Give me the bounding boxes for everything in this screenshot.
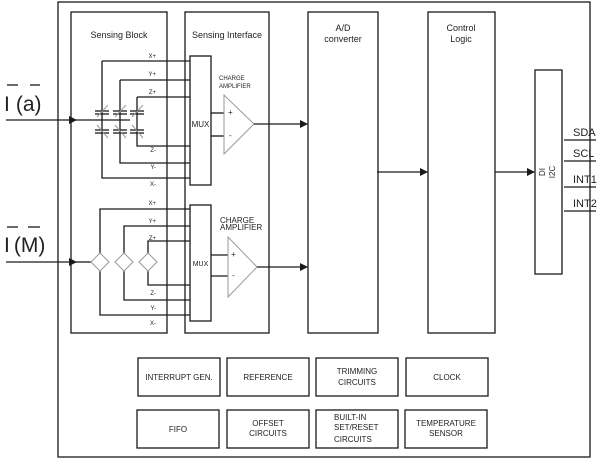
offset-circuits-block: [226, 409, 310, 449]
fifo-label: FIFO: [169, 425, 187, 434]
mag-amp-label-line2: AMPLIFIER: [220, 223, 262, 232]
pin-int1-label: INT1: [573, 174, 597, 186]
sensing-block: [70, 11, 168, 334]
mag-input-symbol: I(M): [4, 234, 45, 257]
set-reset-label-line2: SET/RESET: [334, 423, 379, 432]
trimming-circuits-label-line2: CIRCUITS: [338, 378, 376, 387]
pin-scl-label: SCL: [573, 148, 594, 160]
control-logic-title-line2: Logic: [450, 34, 472, 44]
ad-converter-title-line2: converter: [324, 34, 362, 44]
clock-label: CLOCK: [433, 373, 461, 382]
accel-channel: I(a) X+ Y+ Z+ Z- Y- X-: [4, 54, 308, 188]
mag-channel: I(M) X+ Y+ Z+ Z- Y- X- MUX CHARGE AMPLIF…: [4, 201, 308, 327]
accel-signal-z-minus: Z-: [150, 148, 156, 154]
mag-wire-x-plus: [99, 208, 190, 253]
temperature-sensor-label-line2: SENSOR: [429, 429, 463, 438]
accel-signal-y-plus: Y+: [148, 72, 156, 78]
aux-blocks: INTERRUPT GEN. REFERENCE TRIMMING CIRCUI…: [136, 357, 489, 449]
control-logic-title-line1: Control: [446, 23, 475, 33]
control-logic-block: [427, 11, 496, 334]
accel-mux-label: MUX: [192, 120, 210, 129]
accel-wire-y: [119, 80, 190, 164]
trimming-circuits-block: [315, 357, 399, 397]
set-reset-label-line3: CIRCUITS: [334, 435, 372, 444]
accel-amp-plus: +: [228, 108, 233, 117]
mag-amp-plus: +: [231, 250, 236, 259]
pins: SDA SCL INT1 INT2: [564, 127, 597, 212]
mag-signal-x-minus: X-: [150, 321, 156, 327]
mag-bridge-icons: [90, 252, 158, 272]
ad-converter-block: [307, 11, 379, 334]
sensing-interface-title: Sensing Interface: [192, 30, 262, 40]
temperature-sensor-label-line1: TEMPERATURE: [416, 419, 476, 428]
interrupt-gen-label: INTERRUPT GEN.: [145, 373, 212, 382]
accel-mux: [189, 55, 212, 186]
accel-amp-minus: -: [229, 131, 232, 140]
mag-signal-x-plus: X+: [148, 201, 156, 207]
mag-wire-y-plus: [123, 225, 190, 253]
set-reset-label-line1: BUILT-IN: [334, 413, 367, 422]
mag-wire-x-minus: [99, 271, 190, 316]
temperature-sensor-block: [404, 409, 488, 449]
accel-signal-y-minus: Y-: [151, 165, 156, 171]
accel-signal-x-plus: X+: [148, 54, 156, 60]
accel-amp-label-line1: CHARGE: [219, 76, 245, 82]
mag-signal-z-plus: Z+: [149, 236, 157, 242]
interface-di-label: DI: [538, 168, 547, 176]
mag-wire-z-plus: [147, 240, 190, 253]
pin-int2-label: INT2: [573, 198, 597, 210]
sensing-block-title: Sensing Block: [90, 30, 148, 40]
interrupt-gen-block: [137, 357, 221, 397]
pin-sda-label: SDA: [573, 127, 596, 139]
mag-signal-y-plus: Y+: [148, 219, 156, 225]
accel-input-symbol: I(a): [4, 93, 42, 116]
mag-mux-label: MUX: [193, 261, 209, 268]
trimming-circuits-label-line1: TRIMMING: [337, 367, 377, 376]
mag-amp-label-line1: CHARGE: [220, 216, 254, 225]
mag-wire-y-minus: [123, 271, 190, 301]
set-reset-circuits-block: [315, 409, 399, 449]
mag-wire-z-minus: [147, 271, 190, 286]
mag-mux: [189, 204, 212, 322]
i2c-interface-block: [534, 69, 563, 275]
mag-signal-z-minus: Z-: [150, 291, 156, 297]
accel-amp-label-line2: AMPLIFIER: [219, 84, 251, 90]
reference-block: [226, 357, 310, 397]
interface-i2c-label: I2C: [548, 166, 557, 179]
accel-signal-x-minus: X-: [150, 182, 156, 188]
clock-block: [405, 357, 489, 397]
offset-circuits-label-line1: OFFSET: [252, 419, 284, 428]
fifo-block: [136, 409, 220, 449]
mag-signal-y-minus: Y-: [151, 306, 156, 312]
accel-signal-z-plus: Z+: [149, 90, 157, 96]
accel-wire-z: [136, 97, 190, 147]
ad-converter-title-line1: A/D: [335, 23, 351, 33]
accel-capacitor-icons: [95, 104, 144, 139]
mag-charge-amplifier-icon: [227, 235, 258, 299]
offset-circuits-label-line2: CIRCUITS: [249, 429, 287, 438]
accel-wire-x: [101, 61, 190, 179]
reference-label: REFERENCE: [243, 373, 292, 382]
accel-charge-amplifier-icon: [223, 93, 255, 156]
mag-amp-minus: -: [232, 271, 235, 280]
